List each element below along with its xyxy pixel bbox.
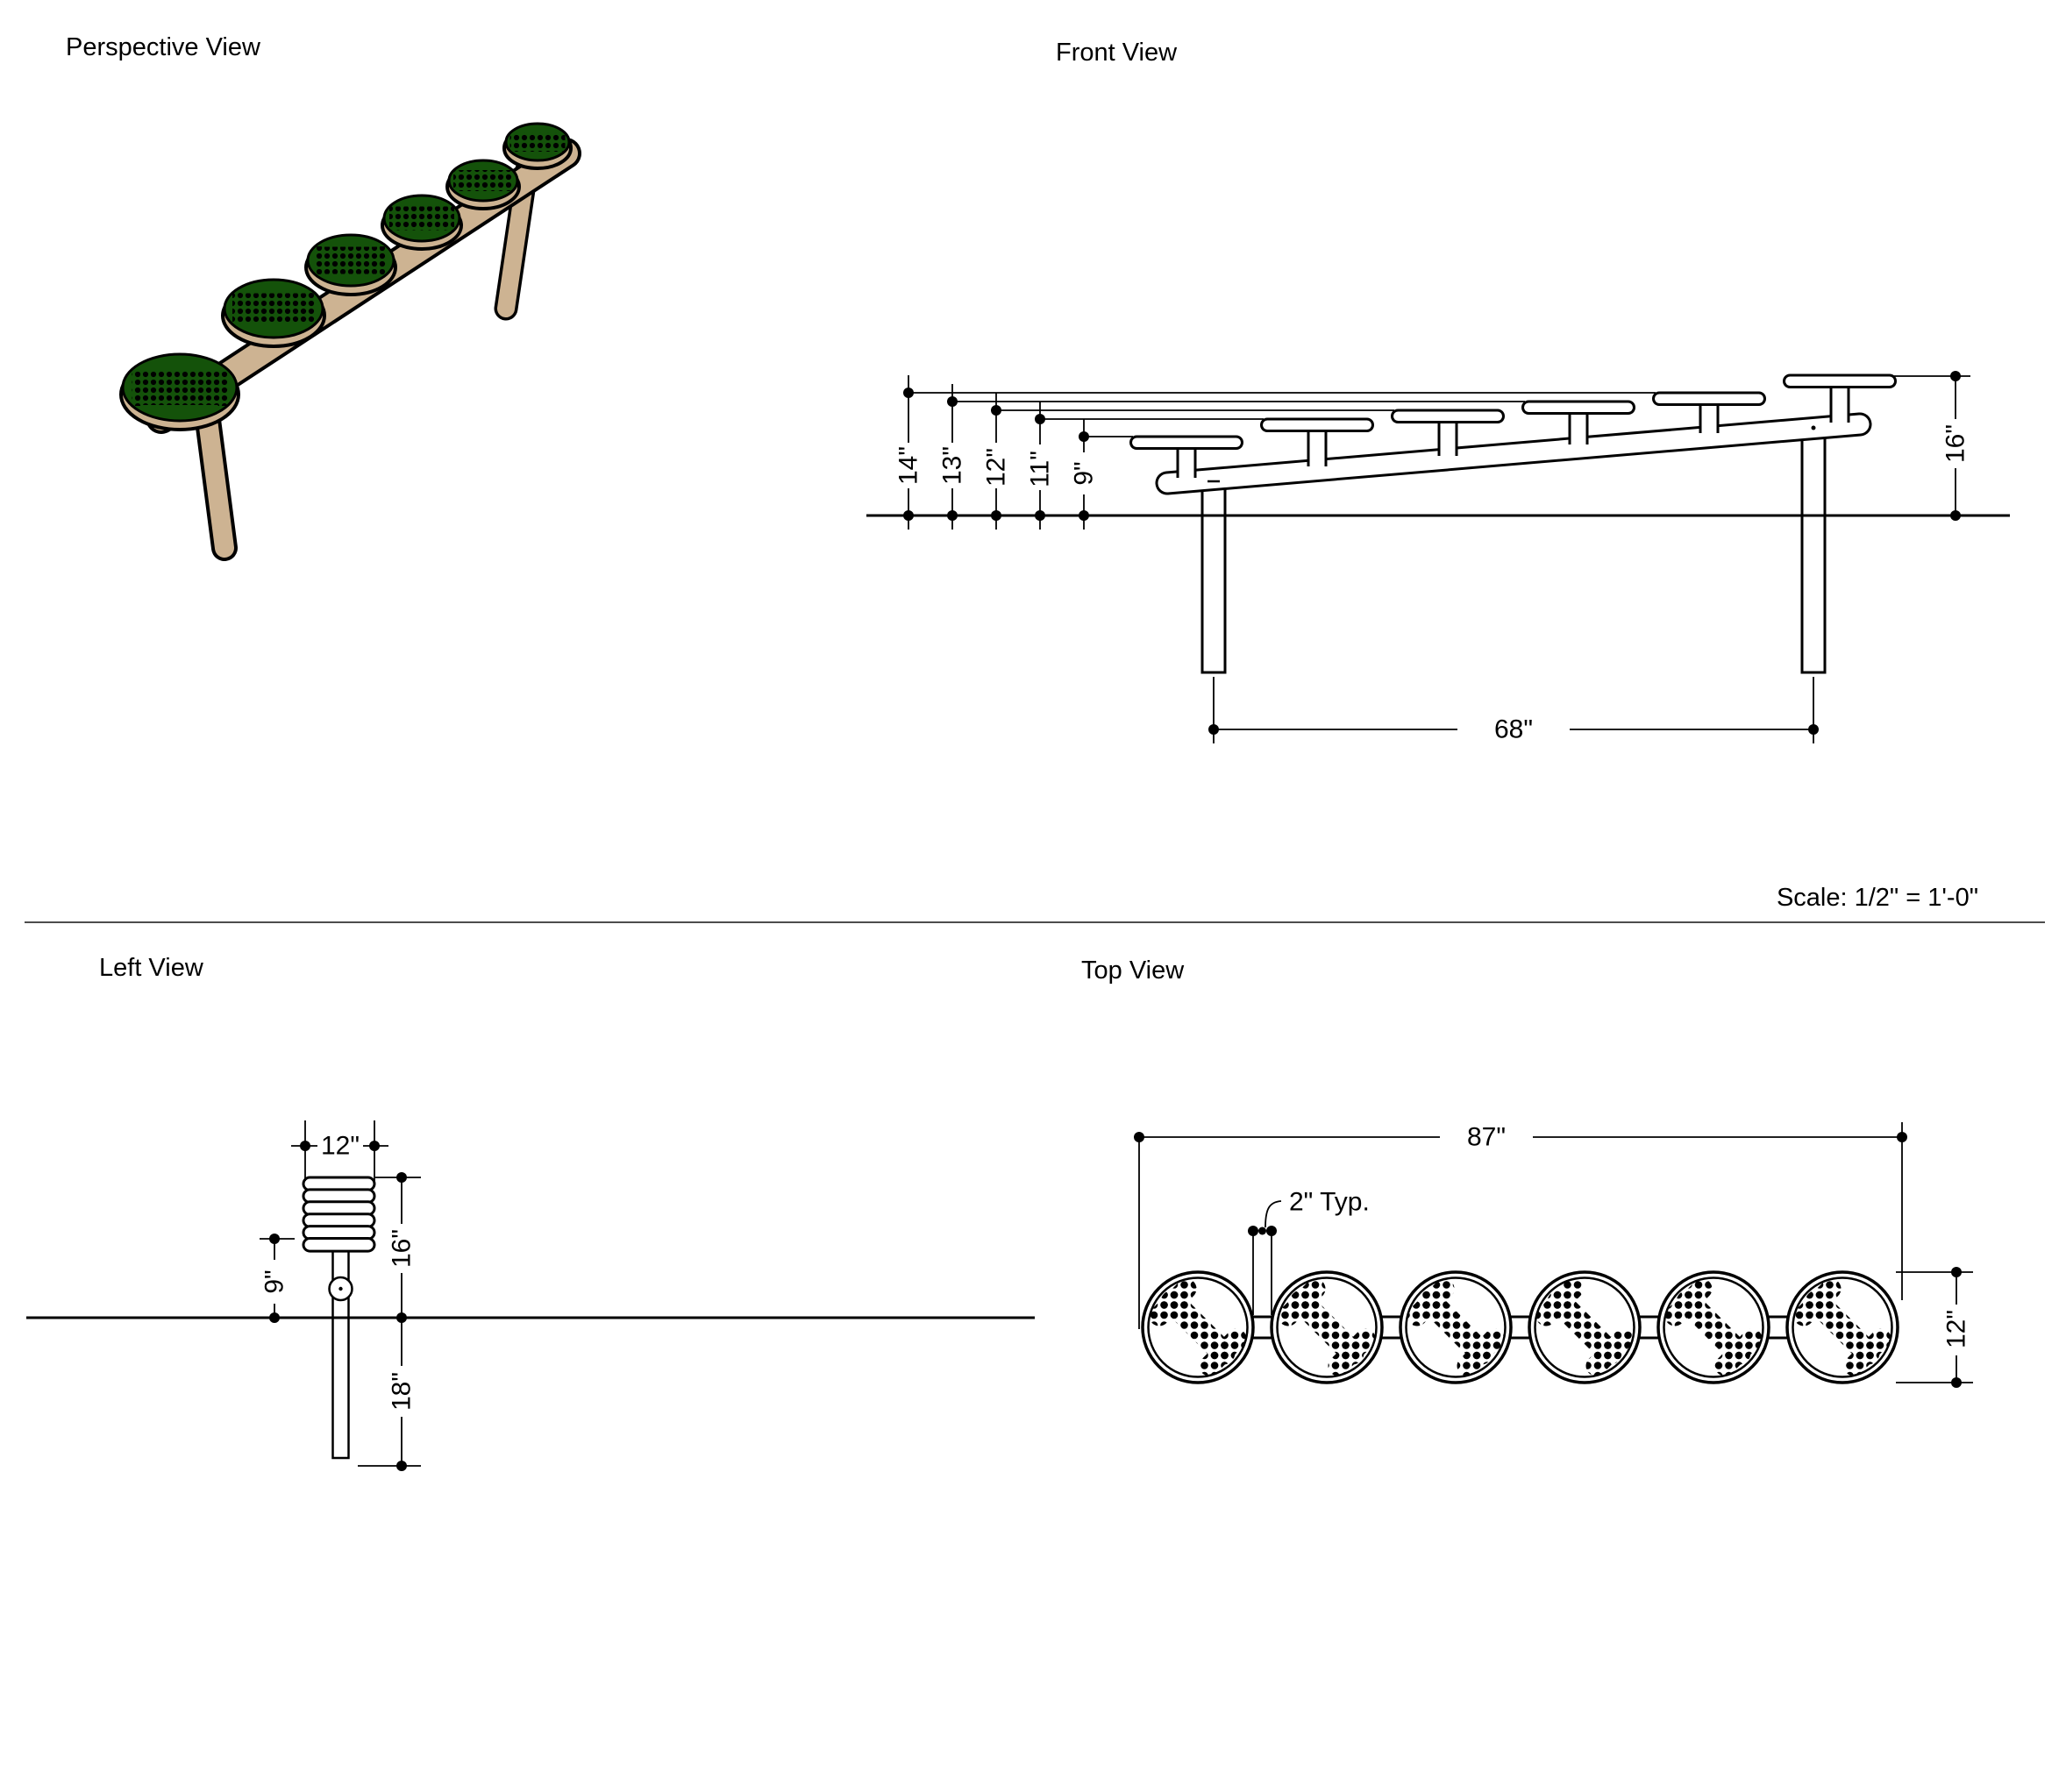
pod-top <box>1399 1270 1513 1384</box>
front-view-right-post <box>1800 428 1827 674</box>
left-view-beam-center-dot <box>338 1286 343 1291</box>
front-dim-9-label: 9" <box>1070 461 1099 485</box>
pod-top <box>1528 1270 1642 1384</box>
left-dim-16-label: 16" <box>388 1229 417 1268</box>
top-view-title: Top View <box>1081 956 1185 985</box>
stepping-pods <box>119 122 573 431</box>
top-view-dimensions: 87" 2" Typ. 12" <box>1134 1122 1973 1388</box>
beam-centerline-dot <box>1811 425 1816 430</box>
pod <box>304 233 397 296</box>
front-dim-11-label: 11" <box>1026 451 1055 487</box>
front-dim-12-label: 12" <box>982 448 1011 487</box>
top-dim-12-label: 12" <box>1942 1310 1971 1348</box>
front-view-beam <box>1158 415 1870 493</box>
left-dim-18-label: 18" <box>388 1372 417 1411</box>
pod-top <box>1785 1270 1899 1384</box>
front-view-pod-stems <box>1176 386 1850 478</box>
front-view-left-post <box>1200 479 1227 674</box>
left-view-pod-stack <box>302 1176 376 1253</box>
top-view-pods <box>1141 1270 1899 1384</box>
pod <box>445 159 521 210</box>
left-view-dimensions: 12" 9" 16" 18" <box>260 1120 421 1471</box>
pod-top <box>1656 1270 1770 1384</box>
pod <box>502 122 573 170</box>
left-dim-9-label: 9" <box>260 1269 289 1293</box>
front-view-title: Front View <box>1056 39 1178 67</box>
pod <box>381 194 463 251</box>
front-view-pod-caps <box>1129 373 1897 450</box>
perspective-view-title: Perspective View <box>66 33 260 61</box>
left-dim-12-label: 12" <box>321 1132 360 1161</box>
front-view-dimensions: 14" 13" 12" 11" 9" 16" <box>894 371 1970 744</box>
top-dim-87-label: 87" <box>1467 1123 1506 1152</box>
perspective-view-drawing <box>119 122 581 561</box>
left-view-title: Left View <box>99 954 203 982</box>
front-dim-68-label: 68" <box>1494 715 1533 744</box>
front-dim-16-label: 16" <box>1941 424 1970 463</box>
scale-note: Scale: 1/2" = 1'-0" <box>1776 884 1978 912</box>
left-view-drawing: 12" 9" 16" 18" <box>26 1120 1035 1471</box>
top-dim-gap-label: 2" Typ. <box>1289 1188 1370 1217</box>
front-dim-14-label: 14" <box>894 446 923 485</box>
top-view-drawing: 87" 2" Typ. 12" <box>1134 1122 1973 1388</box>
pod-top <box>1141 1270 1255 1384</box>
pod <box>221 278 326 348</box>
front-post <box>198 410 234 558</box>
front-dim-13-label: 13" <box>938 446 967 485</box>
front-view-drawing: 14" 13" 12" 11" 9" 16" <box>866 371 2010 744</box>
pod <box>119 352 240 431</box>
pod-top <box>1270 1270 1384 1384</box>
